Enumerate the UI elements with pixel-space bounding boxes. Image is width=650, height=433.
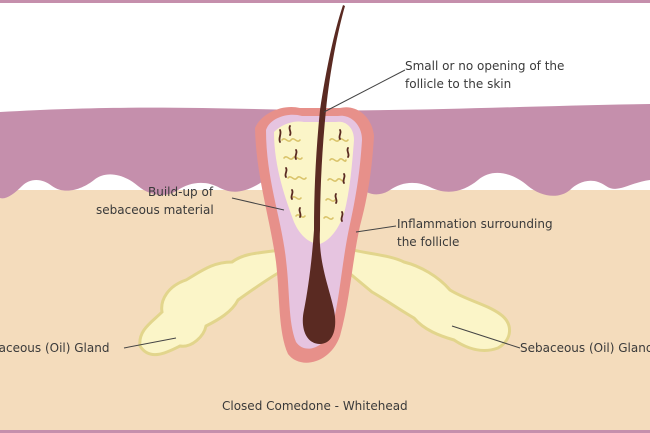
hair-shaft [302,5,345,344]
sebaceous-gland-right [334,243,511,352]
frame-bottom [0,430,650,433]
sebaceous-gland-left [138,244,315,357]
label-buildup-line1: Build-up of [148,185,214,199]
label-opening-line2: follicle to the skin [405,77,511,91]
frame-top [0,0,650,3]
diagram-caption: Closed Comedone - Whitehead [222,399,408,413]
leader-lines [123,69,521,349]
keratin-fragments [278,125,350,222]
leader-inflammation [355,225,397,233]
leader-gland-left [123,337,177,349]
label-gland-right: Sebaceous (Oil) Gland [520,341,650,355]
leader-gland-right [451,325,521,349]
label-opening-line1: Small or no opening of the [405,59,564,73]
leader-buildup [231,197,285,211]
label-gland-left: Sebaceous (Oil) Gland [0,341,109,355]
sebum-buildup [274,121,354,244]
label-inflammation-line2: the follicle [397,235,459,249]
leader-opening [323,69,406,113]
label-buildup-line2: sebaceous material [96,203,214,217]
label-inflammation-line1: Inflammation surrounding [397,217,553,231]
